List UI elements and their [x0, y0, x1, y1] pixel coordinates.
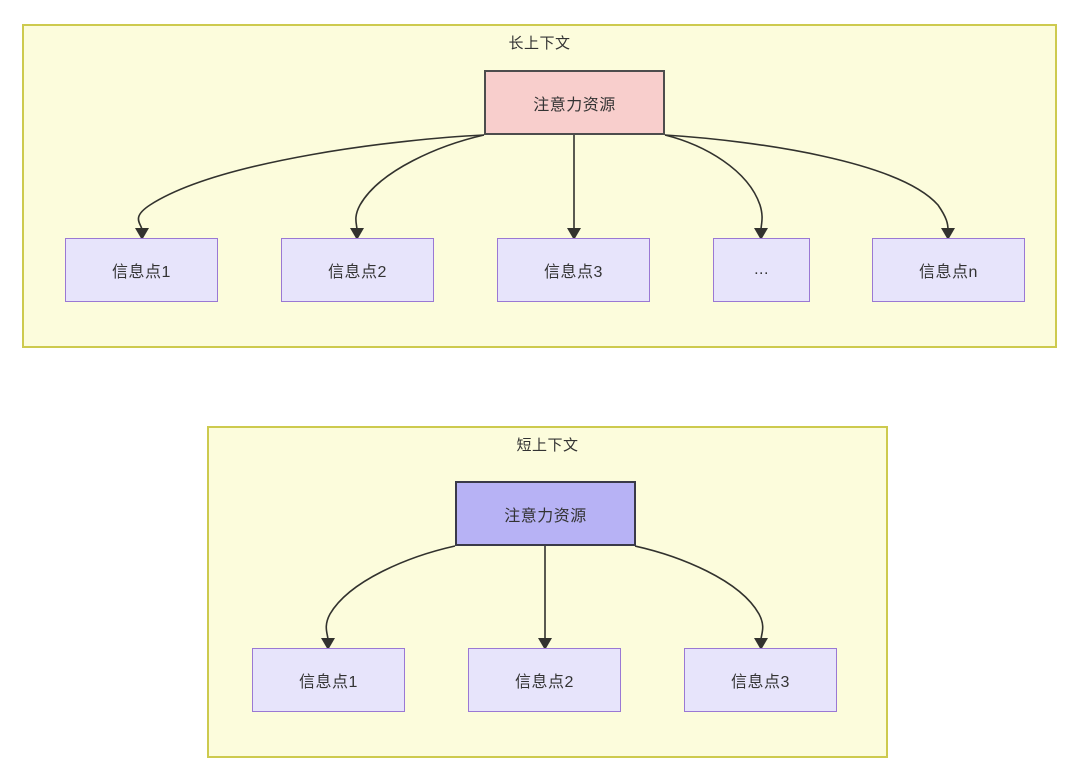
node-long-attention-resource-label: 注意力资源 [533, 96, 616, 114]
node-short-attention-resource-label: 注意力资源 [504, 507, 587, 525]
node-long-info-point-2-label: 信息点2 [328, 264, 387, 281]
node-short-info-point-2-label: 信息点2 [515, 674, 574, 691]
node-long-info-point-3[interactable]: 信息点3 [497, 238, 650, 302]
node-long-info-point-2[interactable]: 信息点2 [281, 238, 434, 302]
node-long-info-point-ellipsis-label: ... [754, 261, 769, 278]
node-short-info-point-1-label: 信息点1 [299, 674, 358, 691]
node-long-attention-resource[interactable]: 注意力资源 [484, 70, 665, 135]
group-long-context-title: 长上下文 [508, 35, 571, 52]
node-short-info-point-2[interactable]: 信息点2 [468, 648, 621, 712]
node-long-info-point-3-label: 信息点3 [544, 264, 603, 281]
node-long-info-point-n[interactable]: 信息点n [872, 238, 1025, 302]
node-short-info-point-3-label: 信息点3 [731, 674, 790, 691]
node-long-info-point-n-label: 信息点n [919, 264, 978, 281]
node-long-info-point-1[interactable]: 信息点1 [65, 238, 218, 302]
node-short-info-point-1[interactable]: 信息点1 [252, 648, 405, 712]
node-long-info-point-1-label: 信息点1 [112, 264, 171, 281]
group-short-context-title: 短上下文 [516, 437, 579, 454]
node-short-info-point-3[interactable]: 信息点3 [684, 648, 837, 712]
node-short-attention-resource[interactable]: 注意力资源 [455, 481, 636, 546]
node-long-info-point-ellipsis[interactable]: ... [713, 238, 810, 302]
